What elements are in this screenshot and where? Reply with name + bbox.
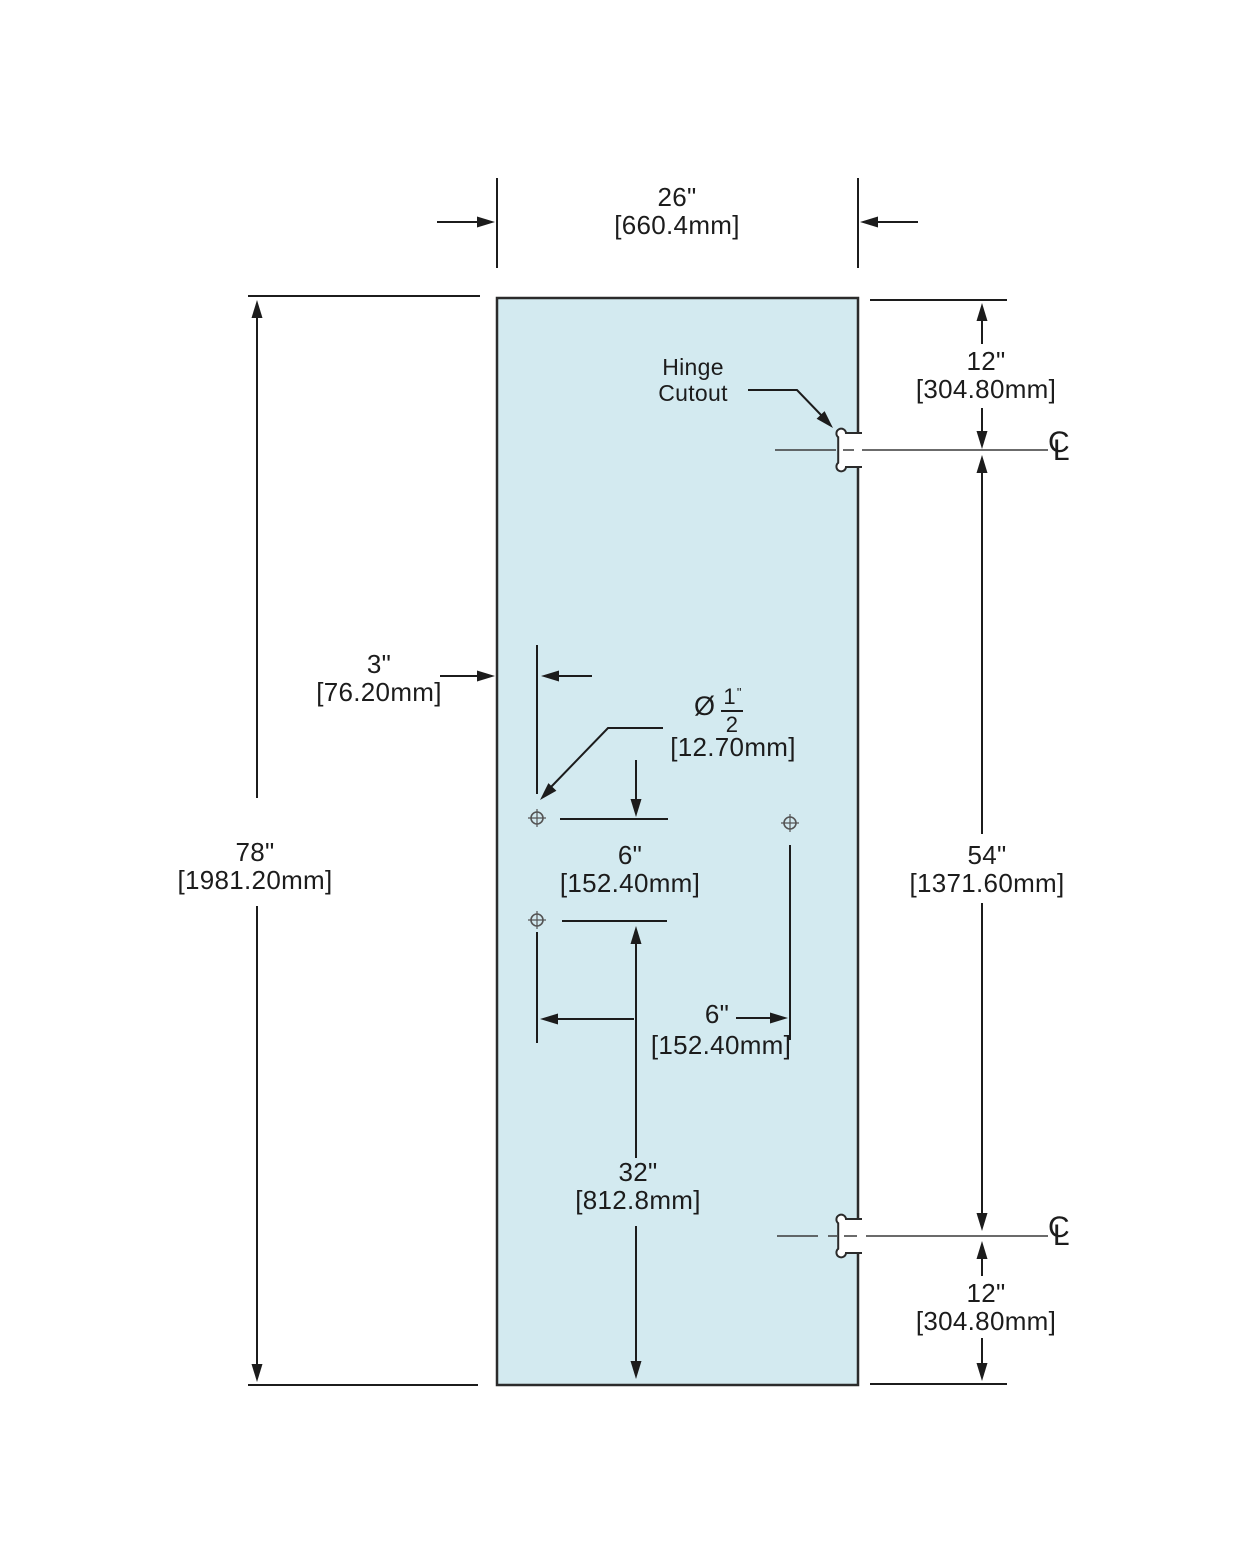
centerline-letter-c: C <box>1048 1211 1070 1244</box>
inch-mark: " <box>736 685 742 700</box>
hole-vertical-spacing-inches: 6" <box>617 840 643 870</box>
hole-symbol-bottom-left <box>528 911 546 929</box>
hole-vertical-spacing-mm: [152.40mm] <box>559 868 701 898</box>
hinge-span-mm: [1371.60mm] <box>909 868 1065 898</box>
hole-edge-offset-mm: [76.20mm] <box>316 677 442 707</box>
centerline-symbol-top: CL <box>1048 426 1070 466</box>
hole-diameter-label: Ø 1" 2 <box>694 686 743 736</box>
glass-door-panel <box>495 296 860 1387</box>
hole-edge-offset-dimension: 3" [76.20mm] <box>316 650 442 706</box>
door-height-inches: 78" <box>235 837 275 867</box>
hinge-cutout-label-line1: Hinge <box>662 354 724 380</box>
fraction-denominator: 2 <box>725 712 739 737</box>
hinge-cutout-label: Hinge Cutout <box>658 354 728 406</box>
hole-horizontal-spacing-inches: 6" <box>704 999 730 1029</box>
hole-vertical-spacing-dimension: 6" [152.40mm] <box>560 841 700 897</box>
hole-bottom-offset-dimension: 32" [812.8mm] <box>575 1158 701 1214</box>
bottom-hinge-offset-mm: [304.80mm] <box>915 1306 1057 1336</box>
centerline-letter-l: L <box>1052 1219 1070 1252</box>
fraction-numerator: 1 <box>723 684 736 709</box>
top-hinge-offset-inches: 12" <box>966 346 1006 376</box>
hole-symbol-top-right <box>781 814 799 832</box>
bottom-hinge-offset-dimension: 12" [304.80mm] <box>916 1279 1056 1335</box>
top-hinge-offset-dimension: 12" [304.80mm] <box>916 347 1056 403</box>
door-width-inches: 26" <box>657 182 697 212</box>
hole-horizontal-spacing-mm: [152.40mm] <box>650 1030 792 1060</box>
arrowheads <box>251 216 988 1382</box>
door-width-mm: [660.4mm] <box>614 210 740 240</box>
dimension-lines <box>256 221 983 1365</box>
hinge-cutout-label-line2: Cutout <box>658 380 728 406</box>
diameter-symbol: Ø <box>694 691 716 721</box>
centerline-symbol-bottom: CL <box>1048 1211 1070 1251</box>
hole-edge-offset-inches: 3" <box>366 649 392 679</box>
hole-diameter-mm: [12.70mm] <box>670 732 796 762</box>
hole-symbols <box>528 809 799 929</box>
hinge-span-inches: 54" <box>967 840 1007 870</box>
hole-bottom-offset-inches: 32" <box>618 1157 658 1187</box>
hole-diameter-fraction: 1" 2 <box>721 684 743 737</box>
extension-lines <box>248 178 1007 1386</box>
door-height-mm: [1981.20mm] <box>177 865 333 895</box>
bottom-hinge-offset-inches: 12" <box>966 1278 1006 1308</box>
centerline-letter-c: C <box>1048 426 1070 459</box>
door-height-dimension: 78" [1981.20mm] <box>177 838 332 894</box>
hole-symbol-top-left <box>528 809 546 827</box>
hole-bottom-offset-mm: [812.8mm] <box>575 1185 701 1215</box>
top-hinge-offset-mm: [304.80mm] <box>915 374 1057 404</box>
door-width-dimension: 26" [660.4mm] <box>614 183 740 239</box>
centerline-letter-l: L <box>1052 434 1070 467</box>
hinge-span-dimension: 54" [1371.60mm] <box>909 841 1064 897</box>
